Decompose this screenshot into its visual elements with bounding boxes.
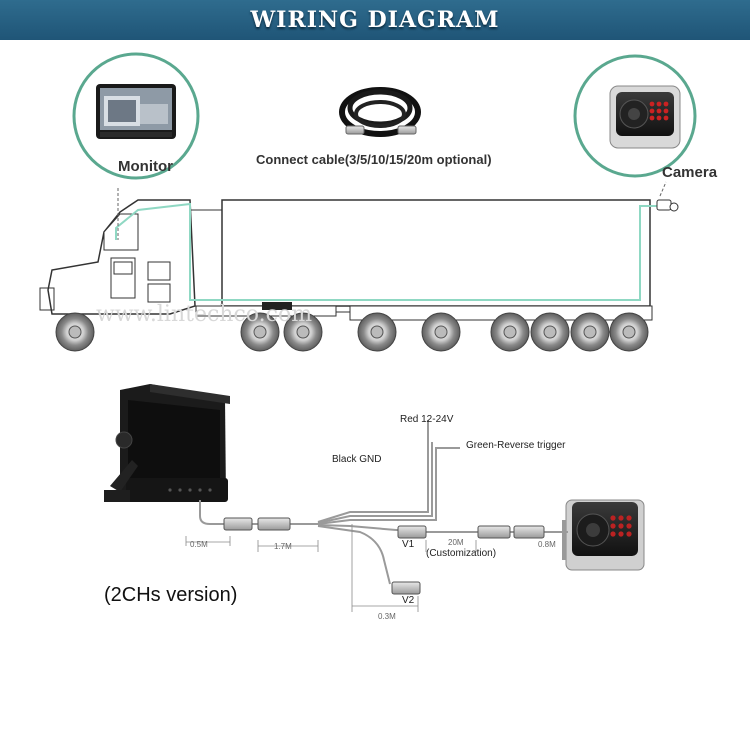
header-banner [0, 0, 750, 40]
length-0-8m-label: 0.8M [538, 540, 556, 549]
wiring-cables [199, 420, 568, 585]
length-0-3m-label: 0.3M [378, 612, 396, 621]
connect-cable-coil [339, 87, 421, 137]
cable-route-line [115, 202, 660, 301]
trailer [221, 199, 653, 321]
green-wire-label: Green-Reverse trigger [466, 440, 566, 451]
monitor-label: Monitor [118, 158, 173, 175]
cable-connectors [223, 517, 545, 595]
length-1-7m-label: 1.7M [274, 542, 292, 551]
watermark-text: www.lintechco.com [96, 302, 313, 327]
dimension-lines [185, 524, 477, 612]
monitor-device [104, 384, 230, 502]
v1-label: V1 [402, 539, 415, 550]
customization-label: (Customization) [426, 548, 497, 559]
black-wire-label: Black GND [332, 454, 382, 465]
length-20m-label: 20M [448, 538, 464, 547]
truck-cab [39, 199, 337, 317]
trailer-camera-icon [656, 199, 679, 212]
v2-label: V2 [402, 595, 415, 606]
truck-wheels [55, 312, 649, 352]
length-0-5m-label: 0.5M [190, 540, 208, 549]
rear-camera-device [562, 499, 645, 571]
monitor-inset [72, 52, 200, 180]
red-wire-label: Red 12-24V [400, 414, 454, 425]
camera-label: Camera [662, 164, 718, 181]
connect-cable-label: Connect cable(3/5/10/15/20m optional) [256, 152, 492, 167]
camera-inset [573, 54, 697, 178]
page-title: WIRING DIAGRAM [250, 7, 500, 33]
version-label: (2CHs version) [104, 584, 238, 606]
